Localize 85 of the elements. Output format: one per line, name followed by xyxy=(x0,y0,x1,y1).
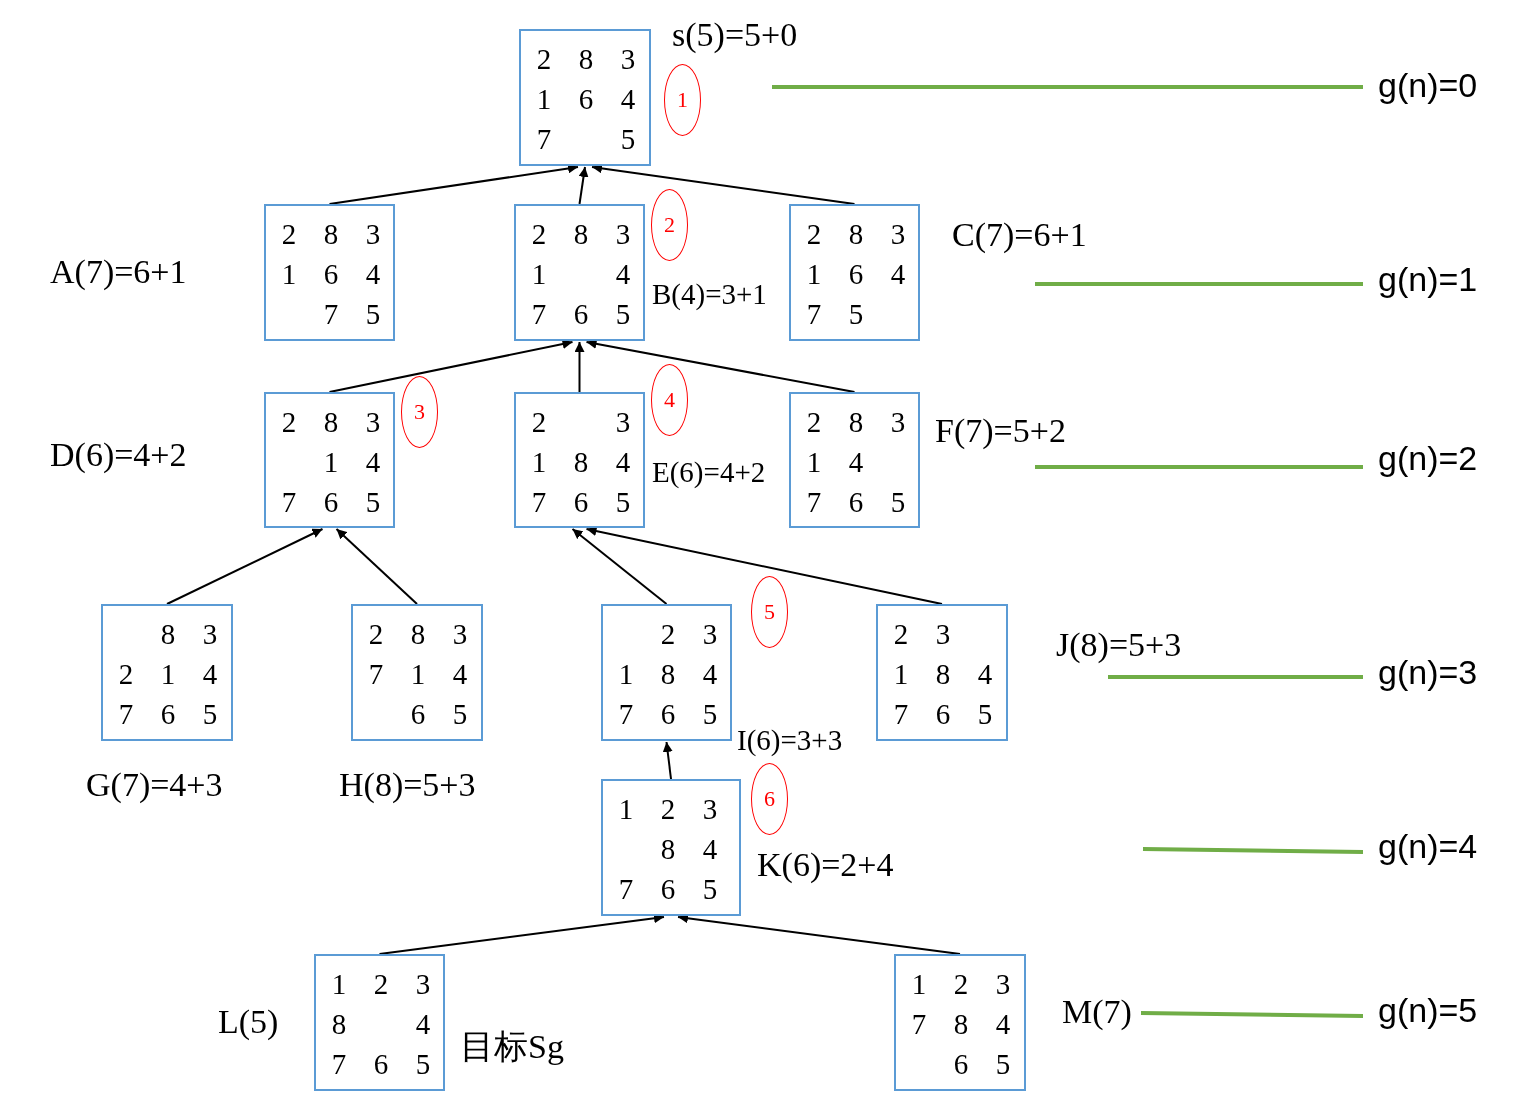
cost-label: H(8)=5+3 xyxy=(339,768,476,802)
depth-label: g(n)=1 xyxy=(1378,262,1478,296)
cost-label: E(6)=4+2 xyxy=(652,458,766,487)
puzzle-state-box xyxy=(314,954,445,1091)
cost-label: 目标Sg xyxy=(460,1030,564,1064)
puzzle-row-text: 1 6 4 xyxy=(535,82,637,117)
cost-label: B(4)=3+1 xyxy=(652,280,767,309)
puzzle-row-text: 7 1 4 xyxy=(367,657,469,692)
puzzle-row-text: 7 6 5 xyxy=(805,485,907,520)
puzzle-row-text: 7 6 5 xyxy=(280,485,382,520)
puzzle-row-text: 1 4 xyxy=(530,257,632,292)
puzzle-row-text: 2 8 3 xyxy=(530,217,632,252)
puzzle-row-text: 2 8 3 xyxy=(280,217,382,252)
puzzle-row-text: 2 3 xyxy=(659,617,719,652)
cost-label: G(7)=4+3 xyxy=(86,768,223,802)
arrow xyxy=(571,528,668,605)
puzzle-state-box xyxy=(514,392,645,528)
puzzle-row-text: 1 6 4 xyxy=(280,257,382,292)
puzzle-row-text: 2 8 3 xyxy=(367,617,469,652)
puzzle-row-text: 2 8 3 xyxy=(805,405,907,440)
depth-label: g(n)=3 xyxy=(1378,655,1478,689)
arrow xyxy=(585,526,943,605)
puzzle-row-text: 1 8 4 xyxy=(617,657,719,692)
puzzle-row-text: 2 1 4 xyxy=(117,657,219,692)
puzzle-row-text: 2 3 xyxy=(530,405,632,440)
puzzle-row-text: 7 5 xyxy=(805,297,865,332)
puzzle-row-text: 7 8 4 xyxy=(910,1007,1012,1042)
puzzle-row-text: 6 5 xyxy=(409,697,469,732)
puzzle-row-text: 1 2 3 xyxy=(330,967,432,1002)
arrow xyxy=(328,339,574,393)
arrow xyxy=(166,528,324,605)
puzzle-row-text: 1 4 xyxy=(805,445,865,480)
puzzle-state-box xyxy=(351,604,483,741)
puzzle-state-box xyxy=(264,392,395,528)
puzzle-row-text: 8 4 xyxy=(659,832,719,867)
cost-label: s(5)=5+0 xyxy=(672,18,798,52)
puzzle-state-box xyxy=(876,604,1008,741)
puzzle-state-box xyxy=(789,392,920,528)
puzzle-row-text: 2 8 3 xyxy=(535,42,637,77)
puzzle-row-text: 7 6 5 xyxy=(330,1047,432,1082)
depth-label: g(n)=2 xyxy=(1378,441,1478,475)
puzzle-row-text: 6 5 xyxy=(952,1047,1012,1082)
puzzle-state-box xyxy=(101,604,233,741)
cost-label: C(7)=6+1 xyxy=(952,218,1087,252)
puzzle-row-text: 2 3 xyxy=(892,617,952,652)
puzzle-state-box xyxy=(264,204,395,341)
cost-label: D(6)=4+2 xyxy=(50,438,187,472)
puzzle-state-box xyxy=(789,204,920,341)
cost-label: A(7)=6+1 xyxy=(50,255,187,289)
puzzle-row-text: 1 8 4 xyxy=(892,657,994,692)
puzzle-row-text: 7 6 5 xyxy=(117,697,219,732)
puzzle-row-text: 7 6 5 xyxy=(617,872,719,907)
puzzle-row-text: 7 6 5 xyxy=(892,697,994,732)
arrow xyxy=(574,341,585,393)
puzzle-row-text: 1 2 3 xyxy=(617,792,719,827)
puzzle-row-text: 7 5 xyxy=(322,297,382,332)
puzzle-row-text: 8 3 xyxy=(159,617,219,652)
puzzle-row-text: 2 8 3 xyxy=(805,217,907,252)
puzzle-row-text: 7 6 5 xyxy=(617,697,719,732)
puzzle-row-text: 1 6 4 xyxy=(805,257,907,292)
puzzle-state-box xyxy=(519,29,651,166)
depth-label: g(n)=4 xyxy=(1378,829,1478,863)
puzzle-row-text: 2 8 3 xyxy=(280,405,382,440)
puzzle-row-text: 7 6 5 xyxy=(530,485,632,520)
arrow xyxy=(662,741,673,780)
puzzle-row-text: 7 6 5 xyxy=(530,297,632,332)
cost-label: I(6)=3+3 xyxy=(737,726,843,755)
arrow xyxy=(335,528,418,605)
puzzle-state-box xyxy=(601,779,741,916)
depth-label: g(n)=5 xyxy=(1378,993,1478,1027)
puzzle-state-box xyxy=(514,204,645,341)
puzzle-row-text: 7 5 xyxy=(535,122,637,157)
cost-label: M(7) xyxy=(1062,995,1132,1029)
puzzle-row-text: 8 4 xyxy=(330,1007,432,1042)
cost-label: K(6)=2+4 xyxy=(757,848,894,882)
puzzle-state-box xyxy=(601,604,732,741)
puzzle-state-box xyxy=(894,954,1026,1091)
cost-label: J(8)=5+3 xyxy=(1056,628,1182,662)
arrow xyxy=(578,166,589,205)
cost-label: F(7)=5+2 xyxy=(935,414,1066,448)
cost-label: L(5) xyxy=(218,1005,279,1039)
depth-label: g(n)=0 xyxy=(1378,68,1478,102)
puzzle-row-text: 1 8 4 xyxy=(530,445,632,480)
puzzle-row-text: 1 4 xyxy=(322,445,382,480)
puzzle-row-text: 1 2 3 xyxy=(910,967,1012,1002)
